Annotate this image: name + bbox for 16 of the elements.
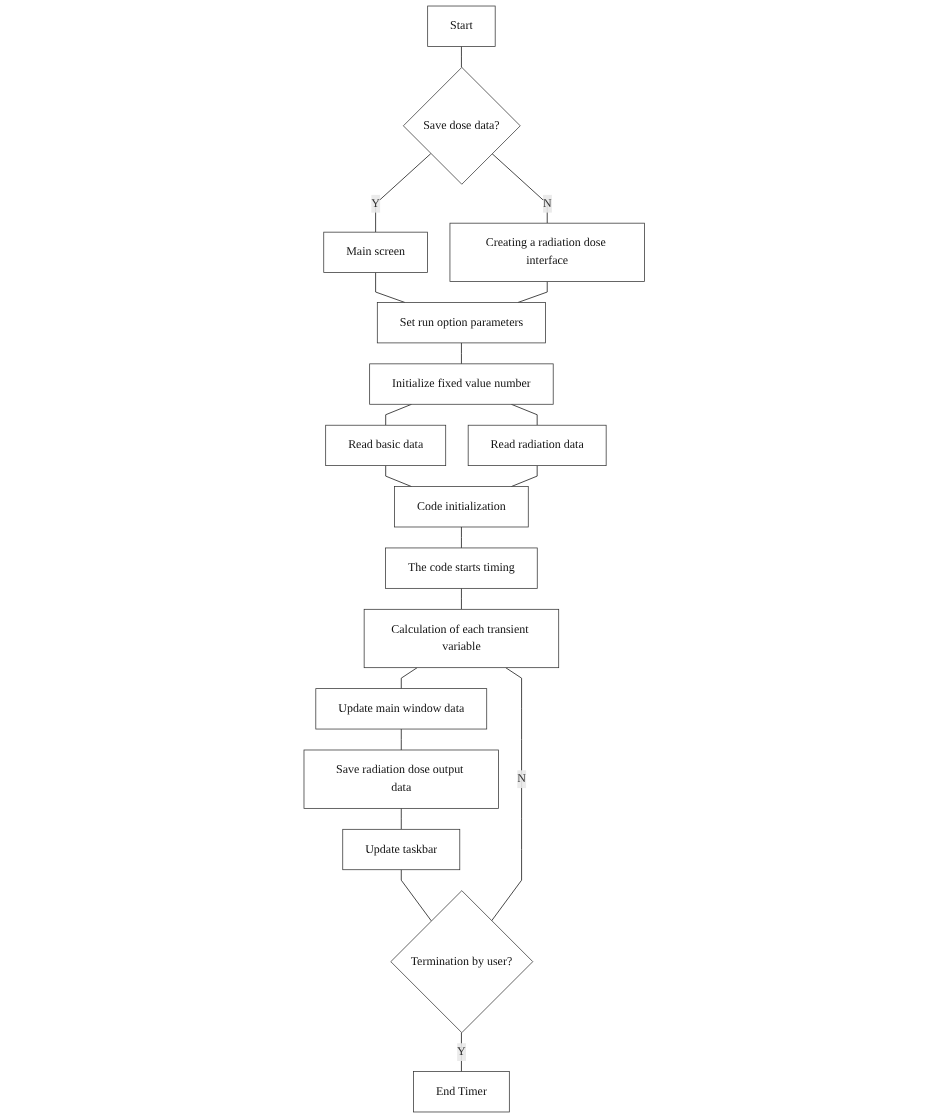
connector <box>510 403 538 426</box>
connector <box>385 465 412 488</box>
connector <box>400 667 418 690</box>
connector <box>374 153 431 233</box>
connector <box>460 587 462 610</box>
connector <box>460 526 462 549</box>
connector <box>400 807 402 830</box>
connector <box>385 403 412 426</box>
connector <box>510 465 538 488</box>
connector <box>491 153 548 224</box>
connector <box>460 46 462 68</box>
connector <box>400 869 432 922</box>
connector <box>517 281 548 303</box>
connector <box>400 728 402 751</box>
connector <box>490 667 522 922</box>
connector <box>460 342 462 365</box>
